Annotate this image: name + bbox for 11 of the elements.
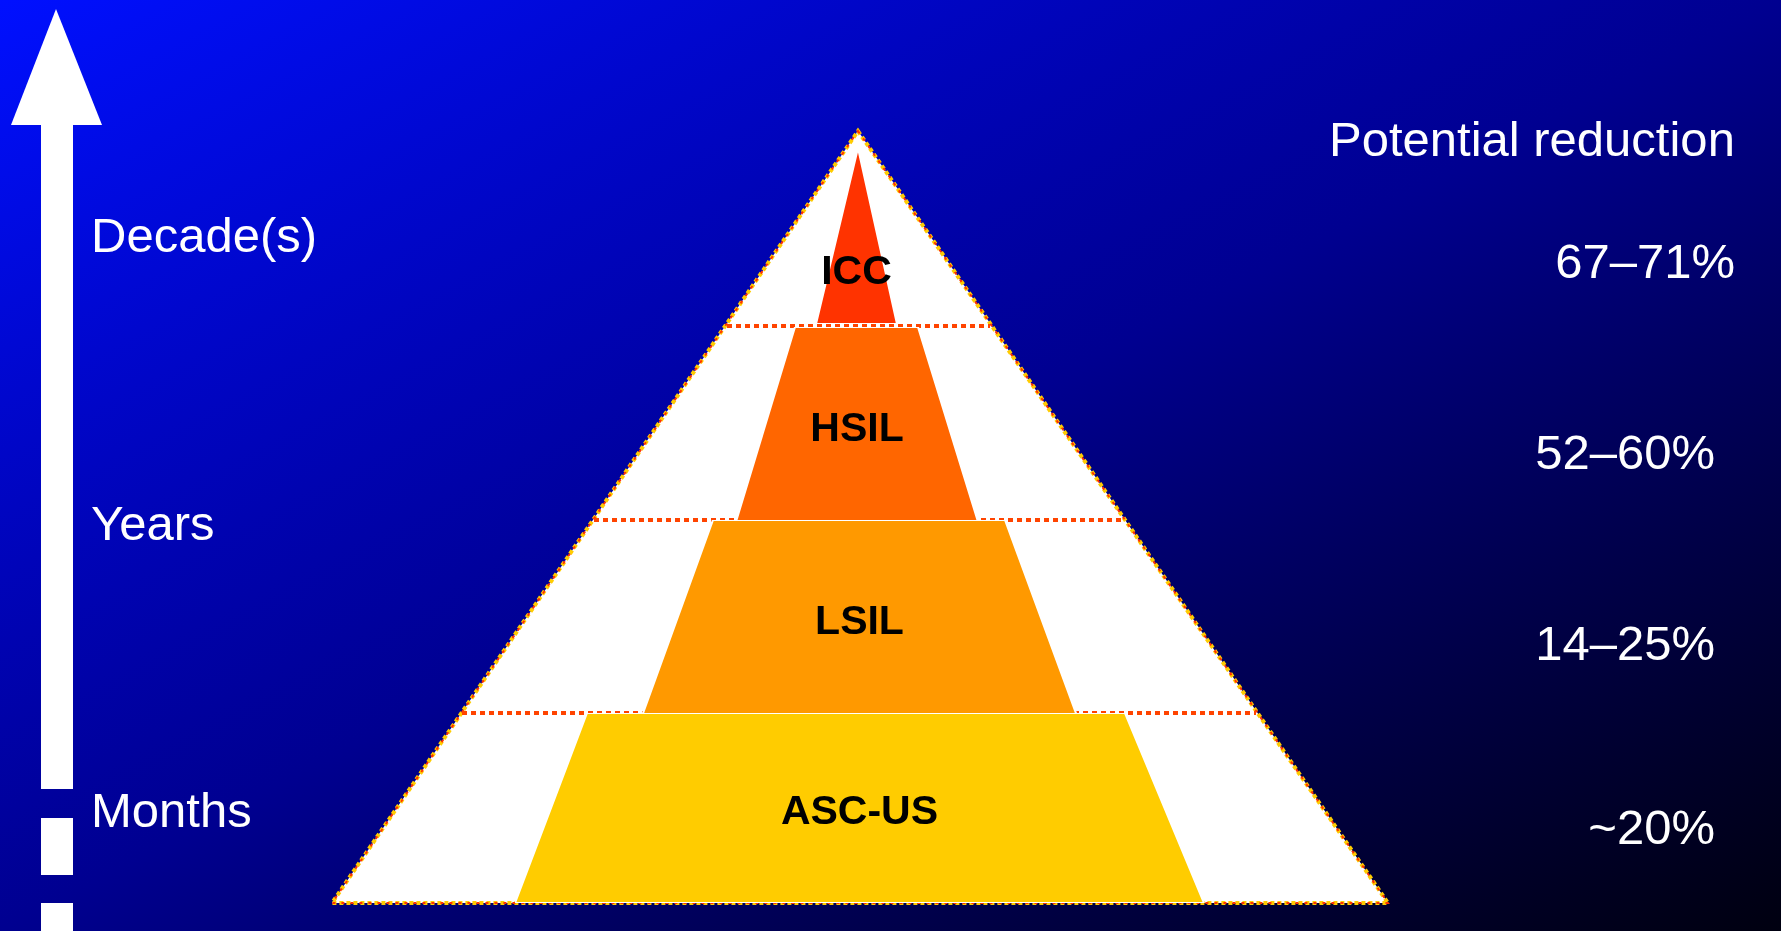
axis-text: ~20% — [1588, 802, 1715, 852]
axis-text: 52–60% — [1535, 427, 1715, 477]
layer-label: ASC-US — [780, 789, 939, 831]
layer-label: LSIL — [815, 599, 904, 641]
axis-text: 14–25% — [1535, 618, 1715, 668]
axis-text: Years — [91, 498, 215, 548]
axis-text: Decade(s) — [91, 210, 318, 260]
layer-label: HSIL — [810, 406, 904, 448]
axis-text: Months — [91, 785, 252, 835]
axis-text: Potential reduction — [1329, 114, 1735, 164]
axis-text: 67–71% — [1555, 236, 1735, 286]
